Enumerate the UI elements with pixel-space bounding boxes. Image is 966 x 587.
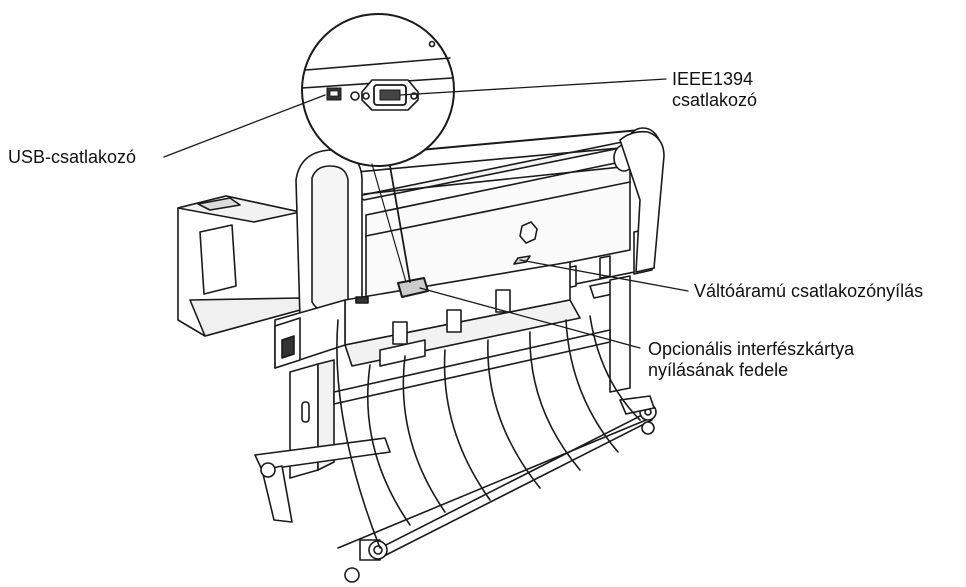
stand [254,275,657,583]
magnifier-inset [301,13,455,283]
ac-leader-line [519,259,689,292]
left-end-plate [295,149,363,335]
ac-inlet-text: Váltóáramú csatlakozónyílás [694,281,924,301]
option-card-text-line2: nyílásának fedele [648,360,789,380]
ieee1394-connector-label: IEEE1394 csatlakozó [672,69,757,111]
rear-panel [274,261,581,369]
usb-leader-line [163,94,326,158]
ac-inlet-label: Váltóáramú csatlakozónyílás [694,281,923,302]
ieee1394-text-line1: IEEE1394 [672,69,754,89]
ieee1394-text-line2: csatlakozó [672,90,758,110]
option-card-cover-label: Opcionális interfészkártya nyílásának fe… [648,339,854,381]
usb-connector-label: USB-csatlakozó [8,147,136,168]
left-housing [177,195,301,337]
paper-basket [336,315,647,549]
option-leader-line [419,287,641,349]
ieee-leader-line [399,78,667,96]
callout-lines [163,78,689,349]
usb-connector-text: USB-csatlakozó [8,147,137,167]
option-card-text-line1: Opcionális interfészkártya [648,339,855,359]
